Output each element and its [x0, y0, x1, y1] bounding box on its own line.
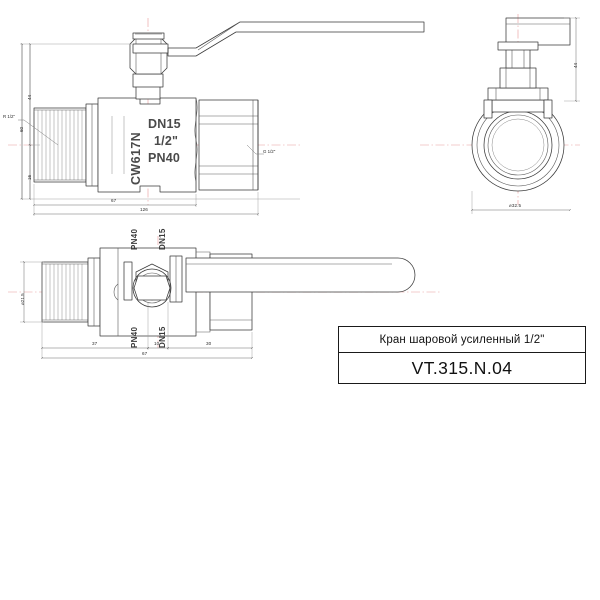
body-nominal-mark: DN15 [148, 117, 181, 131]
dim-height-total: 60 [19, 126, 24, 132]
title-block: Кран шаровой усиленный 1/2" VT.315.N.04 [338, 326, 586, 384]
body-material-mark: CW617N [129, 131, 143, 185]
leader-left-thread: R 1/2" [3, 114, 16, 119]
product-name: Кран шаровой усиленный 1/2" [379, 333, 545, 346]
dim-end-diameter: ⌀32.5 [509, 203, 522, 208]
dim-overall-length: 126 [140, 207, 148, 212]
plan-nominal-mark: DN15 [158, 326, 167, 348]
view-plan-bottom [8, 236, 440, 359]
view-front-section [8, 18, 425, 216]
leader-right-thread: G 1/2" [263, 149, 276, 154]
dim-body-length: 67 [111, 198, 117, 203]
body-pressure-mark: PN40 [148, 151, 181, 165]
dim-plan-total: 67 [142, 351, 148, 356]
dim-plan-thread-diameter: ⌀21.5 [20, 293, 25, 305]
dim-end-height: 44 [573, 62, 578, 68]
title-block-code-row: VT.315.N.04 [339, 353, 585, 383]
product-code: VT.315.N.04 [411, 357, 513, 378]
dim-plan-right: 30 [206, 341, 212, 346]
body-size-mark: 1/2" [154, 134, 179, 148]
plan-nominal-mark-2: DN15 [158, 228, 167, 250]
dim-plan-left: 37 [92, 341, 98, 346]
title-block-name-row: Кран шаровой усиленный 1/2" [339, 327, 585, 353]
plan-pressure-mark-2: PN40 [130, 326, 139, 348]
view-end-right [420, 14, 580, 214]
dim-height-upper: 44 [27, 94, 32, 100]
dim-height-lower: 16 [27, 174, 32, 180]
dim-plan-center: 10 [154, 341, 160, 346]
plan-pressure-mark: PN40 [130, 228, 139, 250]
